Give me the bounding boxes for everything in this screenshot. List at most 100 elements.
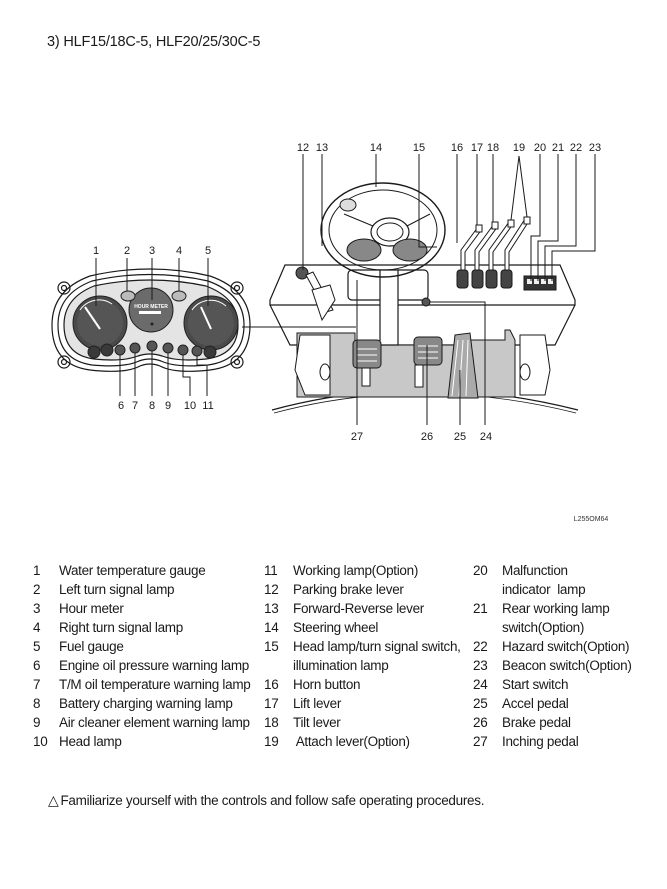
callout-7: 7 bbox=[132, 400, 138, 412]
legend-item: 8 Battery charging warning lamp bbox=[33, 694, 250, 713]
callout-15: 15 bbox=[413, 142, 425, 154]
callout-11: 11 bbox=[202, 400, 213, 412]
legend-item-number: 23 bbox=[473, 658, 488, 673]
start-switch[interactable] bbox=[421, 297, 431, 307]
callout-16: 16 bbox=[451, 142, 463, 154]
callout-6: 6 bbox=[118, 400, 124, 412]
callout-25: 25 bbox=[454, 431, 466, 443]
callout-13: 13 bbox=[316, 142, 328, 154]
callout-1: 1 bbox=[93, 245, 99, 257]
callout-4: 4 bbox=[176, 245, 182, 257]
legend-item-text: Head lamp/turn signal switch, bbox=[293, 639, 461, 654]
legend-item-text: Hazard switch(Option) bbox=[502, 639, 630, 654]
legend-item-number: 5 bbox=[33, 639, 41, 654]
legend-item-text: Lift lever bbox=[293, 696, 342, 711]
legend-item-text: Battery charging warning lamp bbox=[59, 696, 233, 711]
legend-item-text-continued: indicator lamp bbox=[502, 582, 586, 597]
callout-23: 23 bbox=[589, 142, 601, 154]
legend-item: 17 Lift lever bbox=[264, 694, 461, 713]
cluster-callouts: 1 2 3 4 5 6 7 8 9 10 11 bbox=[93, 245, 214, 412]
side-brackets bbox=[294, 334, 551, 396]
legend-item-text: Start switch bbox=[502, 677, 569, 692]
legend-item-text-continued: illumination lamp bbox=[293, 658, 389, 673]
legend-item-text: Horn button bbox=[293, 677, 361, 692]
legend-item: 11 Working lamp(Option) bbox=[264, 561, 461, 580]
pedals[interactable] bbox=[352, 332, 479, 399]
legend-item-number: 11 bbox=[264, 563, 278, 578]
figure-code: L255OM64 bbox=[574, 516, 609, 523]
legend-item-text: Forward-Reverse lever bbox=[293, 601, 424, 616]
legend-item-text: Engine oil pressure warning lamp bbox=[59, 658, 250, 673]
steering-wheel[interactable] bbox=[320, 182, 446, 278]
legend-indent bbox=[264, 656, 293, 675]
legend-indent bbox=[473, 580, 502, 599]
parking-brake-lever[interactable] bbox=[295, 266, 336, 322]
legend-item-text: Air cleaner element warning lamp bbox=[59, 715, 250, 730]
legend-item-text: Working lamp(Option) bbox=[293, 563, 419, 578]
legend-item-number: 7 bbox=[33, 677, 41, 692]
safety-note-text: Familiarize yourself with the controls a… bbox=[60, 793, 485, 808]
compartment-callouts: 12 13 14 15 16 17 18 19 20 21 22 23 27 2… bbox=[297, 142, 601, 443]
legend-item-number: 9 bbox=[33, 715, 41, 730]
legend-item-number: 17 bbox=[264, 696, 279, 711]
legend-item-number: 6 bbox=[33, 658, 41, 673]
hour-meter-label: HOUR METER bbox=[134, 304, 168, 310]
legend-item-text: Parking brake lever bbox=[293, 582, 404, 597]
legend-item-number: 4 bbox=[33, 620, 41, 635]
section-heading: 3) HLF15/18C-5, HLF20/25/30C-5 bbox=[47, 34, 261, 50]
legend-item: 6 Engine oil pressure warning lamp bbox=[33, 656, 250, 675]
legend-item-number: 27 bbox=[473, 734, 488, 749]
legend-item-continuation: indicator lamp bbox=[473, 580, 632, 599]
legend-item: 2 Left turn signal lamp bbox=[33, 580, 250, 599]
legend-item: 16 Horn button bbox=[264, 675, 461, 694]
legend-item-text-continued: switch(Option) bbox=[502, 620, 585, 635]
legend-item-text: Steering wheel bbox=[293, 620, 379, 635]
legend-item-number: 12 bbox=[264, 582, 279, 597]
legend-item: 22 Hazard switch(Option) bbox=[473, 637, 632, 656]
legend-item-number: 8 bbox=[33, 696, 41, 711]
legend-item-text: T/M oil temperature warning lamp bbox=[59, 677, 251, 692]
legend-item-number: 26 bbox=[473, 715, 488, 730]
legend-item-text: Head lamp bbox=[59, 734, 122, 749]
hydraulic-levers[interactable] bbox=[456, 216, 531, 289]
legend-item: 19 Attach lever(Option) bbox=[264, 732, 461, 751]
legend-item-continuation: illumination lamp bbox=[264, 656, 461, 675]
legend-item-text: Hour meter bbox=[59, 601, 124, 616]
steering-column bbox=[347, 269, 429, 346]
legend-item-number: 2 bbox=[33, 582, 41, 597]
turn-signal-lamps bbox=[120, 290, 187, 302]
legend-item-number: 1 bbox=[33, 563, 41, 578]
hour-meter: HOUR METER bbox=[128, 287, 174, 333]
legend-column-2: 11 Working lamp(Option) 12 Parking brake le… bbox=[264, 561, 461, 751]
callout-2: 2 bbox=[124, 245, 130, 257]
legend-item-number: 25 bbox=[473, 696, 488, 711]
legend-item-number: 22 bbox=[473, 639, 488, 654]
legend-item-number: 19 bbox=[264, 734, 279, 749]
callout-27: 27 bbox=[351, 431, 363, 443]
callout-17: 17 bbox=[471, 142, 483, 154]
legend-item-text: Accel pedal bbox=[502, 696, 569, 711]
switch-panel[interactable] bbox=[523, 275, 557, 291]
legend-item-number: 16 bbox=[264, 677, 279, 692]
legend-item-number: 20 bbox=[473, 563, 488, 578]
legend-indent bbox=[473, 618, 502, 637]
legend-item-text: Tilt lever bbox=[293, 715, 341, 730]
legend-item: 25 Accel pedal bbox=[473, 694, 632, 713]
legend-item-text: Rear working lamp bbox=[502, 601, 610, 616]
callout-12: 12 bbox=[297, 142, 309, 154]
legend-item-number: 15 bbox=[264, 639, 279, 654]
legend-item-text: Left turn signal lamp bbox=[59, 582, 175, 597]
callout-21: 21 bbox=[552, 142, 564, 154]
fuel-gauge bbox=[183, 295, 239, 351]
